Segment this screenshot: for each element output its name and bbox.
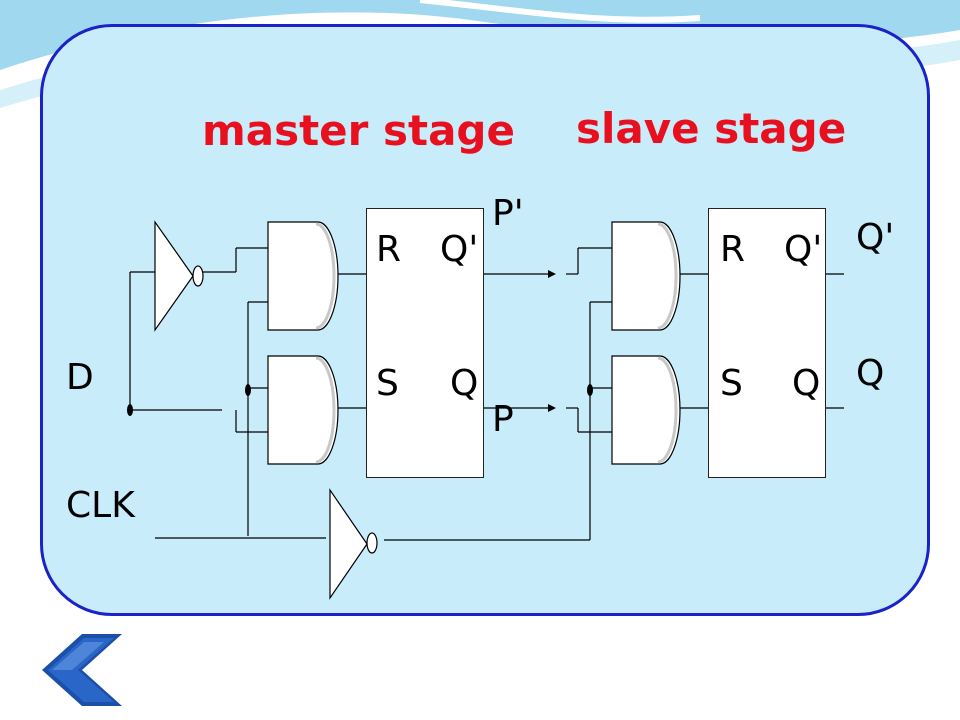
d-inverter-gate xyxy=(154,220,204,332)
master-s-pin-label: S xyxy=(376,363,399,404)
d-input-label: D xyxy=(66,357,94,398)
slave-q-pin-label: Q xyxy=(792,363,821,404)
p-bar-label: P' xyxy=(492,193,524,234)
clk-inverter-gate xyxy=(329,488,378,600)
master-lower-and-gate xyxy=(267,355,339,465)
slave-sr-flipflop xyxy=(708,208,826,478)
clk-input-label: CLK xyxy=(66,485,135,526)
master-upper-and-gate xyxy=(267,221,339,331)
p-label: P xyxy=(492,399,514,440)
slave-upper-and-gate xyxy=(611,221,681,331)
slave-s-pin-label: S xyxy=(720,363,743,404)
master-sr-flipflop xyxy=(366,208,484,478)
slave-q-bar-pin-label: Q' xyxy=(784,229,823,270)
master-q-bar-pin-label: Q' xyxy=(440,229,479,270)
slave-r-pin-label: R xyxy=(720,229,746,270)
chevron-left-icon xyxy=(42,634,122,706)
master-r-pin-label: R xyxy=(376,229,402,270)
q-bar-output-label: Q' xyxy=(856,217,895,258)
back-button[interactable] xyxy=(38,632,128,708)
master-q-pin-label: Q xyxy=(450,363,479,404)
slave-lower-and-gate xyxy=(611,355,681,465)
slave-stage-heading: slave stage xyxy=(576,104,847,153)
q-output-label: Q xyxy=(856,353,885,394)
master-stage-heading: master stage xyxy=(202,106,515,155)
